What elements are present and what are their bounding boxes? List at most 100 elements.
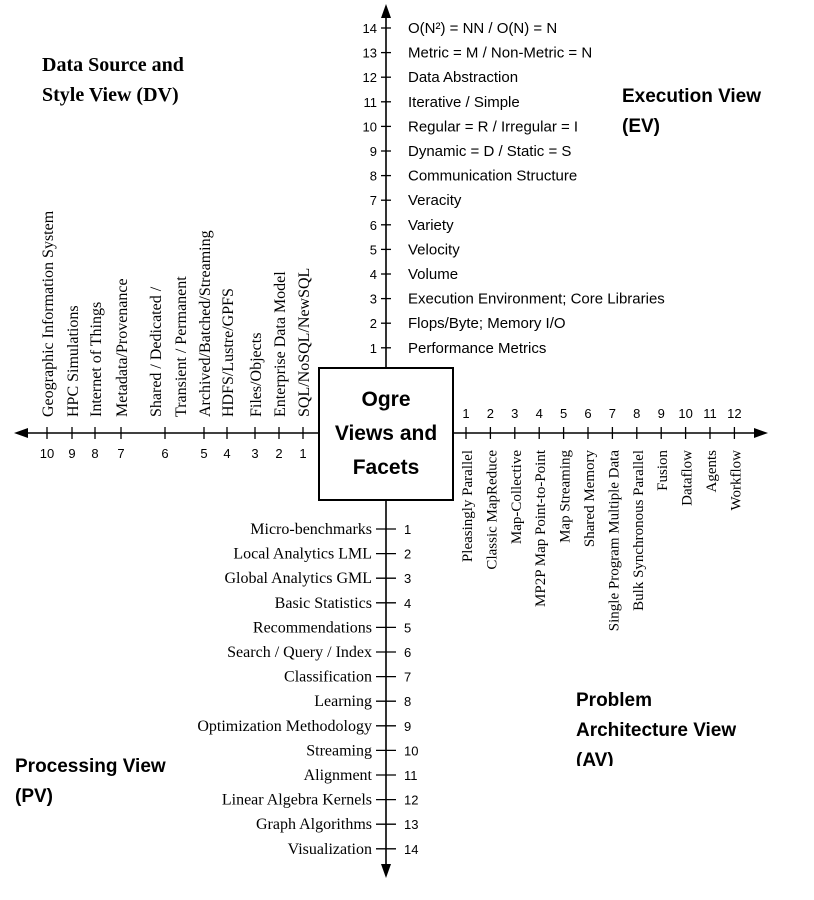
av-facet-number: 12 bbox=[727, 406, 741, 421]
av-facet-label: Classic MapReduce bbox=[484, 450, 500, 570]
dv-facet-number: 3 bbox=[251, 446, 258, 461]
av-facet-label: Map Streaming bbox=[558, 450, 574, 543]
av-facet-label: Agents bbox=[704, 450, 720, 493]
pv-title-line1: Processing View bbox=[15, 756, 166, 777]
pv-facet-number: 2 bbox=[404, 547, 411, 562]
dv-facet-number: 8 bbox=[91, 446, 98, 461]
pv-facet-number: 8 bbox=[404, 694, 411, 709]
dv-facet-number: 1 bbox=[299, 446, 306, 461]
av-facet-number: 6 bbox=[584, 406, 591, 421]
pv-facet-label: Alignment bbox=[304, 767, 373, 784]
center-title-line3: Facets bbox=[352, 456, 420, 479]
ev-facet-number: 12 bbox=[363, 70, 377, 85]
ev-facet-number: 9 bbox=[370, 144, 377, 159]
ev-facet-label: Flops/Byte; Memory I/O bbox=[408, 315, 566, 332]
pv-facet-number: 6 bbox=[404, 645, 411, 660]
dv-facet-number: 7 bbox=[117, 446, 124, 461]
dv-facet-label: Shared / Dedicated / bbox=[148, 286, 165, 417]
ev-facet-number: 5 bbox=[370, 242, 377, 257]
ev-facet-label: Execution Environment; Core Libraries bbox=[408, 291, 665, 308]
arrow-up-icon bbox=[381, 4, 391, 18]
av-facet-number: 2 bbox=[487, 406, 494, 421]
dv-facet-label: HDFS/Lustre/GPFS bbox=[220, 288, 237, 417]
av-facet-number: 11 bbox=[703, 406, 717, 421]
ev-facet-number: 6 bbox=[370, 218, 377, 233]
ev-facet-number: 4 bbox=[370, 267, 377, 282]
av-facet-label: Map-Collective bbox=[509, 450, 525, 544]
ev-facet-label: Regular = R / Irregular = I bbox=[408, 118, 578, 135]
av-facet-label: Pleasingly Parallel bbox=[460, 450, 476, 562]
pv-facet-label: Local Analytics LML bbox=[233, 546, 372, 563]
av-title-line2: Architecture View bbox=[576, 720, 737, 741]
ev-facet-number: 3 bbox=[370, 292, 377, 307]
av-facet-label: Single Program Multiple Data bbox=[606, 450, 622, 632]
ev-facet-label: Communication Structure bbox=[408, 168, 577, 185]
dv-title-line2: Style View (DV) bbox=[42, 84, 179, 106]
pv-title-line2: (PV) bbox=[15, 786, 53, 807]
center-title-line1: Ogre bbox=[361, 388, 411, 411]
ev-facet-number: 11 bbox=[364, 95, 378, 110]
pv-facet-number: 12 bbox=[404, 793, 418, 808]
arrow-left-icon bbox=[14, 428, 28, 438]
data-source-view-title: Data Source and Style View (DV) bbox=[42, 50, 184, 110]
av-facet-label: Bulk Synchronous Parallel bbox=[631, 450, 647, 611]
dv-facet-number: 6 bbox=[161, 446, 168, 461]
ev-facet-label: Metric = M / Non-Metric = N bbox=[408, 45, 592, 62]
dv-facet-label: Files/Objects bbox=[248, 333, 265, 417]
av-facet-number: 10 bbox=[678, 406, 692, 421]
dv-facet-label: Transient / Permanent bbox=[173, 276, 190, 417]
pv-facet-label: Visualization bbox=[288, 841, 372, 858]
arrow-right-icon bbox=[754, 428, 768, 438]
av-facet-number: 5 bbox=[560, 406, 567, 421]
dv-title-line1: Data Source and bbox=[42, 54, 184, 76]
ev-title-line1: Execution View bbox=[622, 86, 762, 107]
ev-facet-label: Volume bbox=[408, 266, 458, 283]
pv-facet-label: Optimization Methodology bbox=[197, 718, 372, 735]
pv-facet-number: 9 bbox=[404, 719, 411, 734]
ev-facet-number: 13 bbox=[363, 46, 377, 61]
processing-view-title: Processing View (PV) bbox=[15, 752, 166, 812]
dv-facet-number: 10 bbox=[40, 446, 54, 461]
av-facet-label: Workflow bbox=[728, 450, 744, 511]
ev-title-line2: (EV) bbox=[622, 116, 660, 137]
pv-facet-number: 14 bbox=[404, 842, 418, 857]
av-facet-label: Dataflow bbox=[680, 450, 696, 506]
ev-facet-label: O(N²) = NN / O(N) = N bbox=[408, 20, 557, 37]
pv-facet-label: Micro-benchmarks bbox=[250, 521, 372, 538]
av-title-line1: Problem bbox=[576, 690, 653, 711]
pv-facet-number: 5 bbox=[404, 620, 411, 635]
dv-facet-number: 5 bbox=[200, 446, 207, 461]
pv-facet-number: 3 bbox=[404, 571, 411, 586]
dv-facet-label: SQL/NoSQL/NewSQL bbox=[296, 268, 313, 417]
dv-facet-number: 9 bbox=[68, 446, 75, 461]
pv-facet-label: Recommendations bbox=[253, 619, 372, 636]
ev-facet-number: 2 bbox=[370, 316, 377, 331]
execution-view-title: Execution View (EV) bbox=[622, 82, 761, 142]
dv-facet-label: Enterprise Data Model bbox=[272, 271, 289, 417]
pv-facet-label: Basic Statistics bbox=[275, 595, 372, 612]
ev-facet-label: Iterative / Simple bbox=[408, 94, 520, 111]
ev-facet-label: Variety bbox=[408, 217, 454, 234]
pv-facet-label: Streaming bbox=[306, 742, 372, 759]
ev-facet-label: Data Abstraction bbox=[408, 69, 518, 86]
pv-facet-number: 13 bbox=[404, 817, 418, 832]
pv-facet-label: Graph Algorithms bbox=[256, 816, 372, 833]
pv-facet-number: 7 bbox=[404, 670, 411, 685]
ev-facet-label: Veracity bbox=[408, 192, 462, 209]
pv-facet-number: 1 bbox=[404, 522, 411, 537]
dv-facet-label: Metadata/Provenance bbox=[114, 278, 131, 417]
ev-facet-label: Dynamic = D / Static = S bbox=[408, 143, 571, 160]
dv-facet-number: 2 bbox=[275, 446, 282, 461]
pv-facet-label: Learning bbox=[314, 693, 372, 710]
av-facet-label: Shared Memory bbox=[582, 450, 598, 548]
pv-facet-number: 4 bbox=[404, 596, 411, 611]
pv-facet-number: 10 bbox=[404, 743, 418, 758]
dv-facet-label: Internet of Things bbox=[88, 302, 105, 417]
center-box: Ogre Views and Facets bbox=[318, 367, 454, 501]
av-facet-label: Fusion bbox=[655, 450, 671, 491]
av-facet-number: 3 bbox=[511, 406, 518, 421]
arrow-down-icon bbox=[381, 864, 391, 878]
dv-facet-label: Geographic Information System bbox=[40, 210, 57, 417]
